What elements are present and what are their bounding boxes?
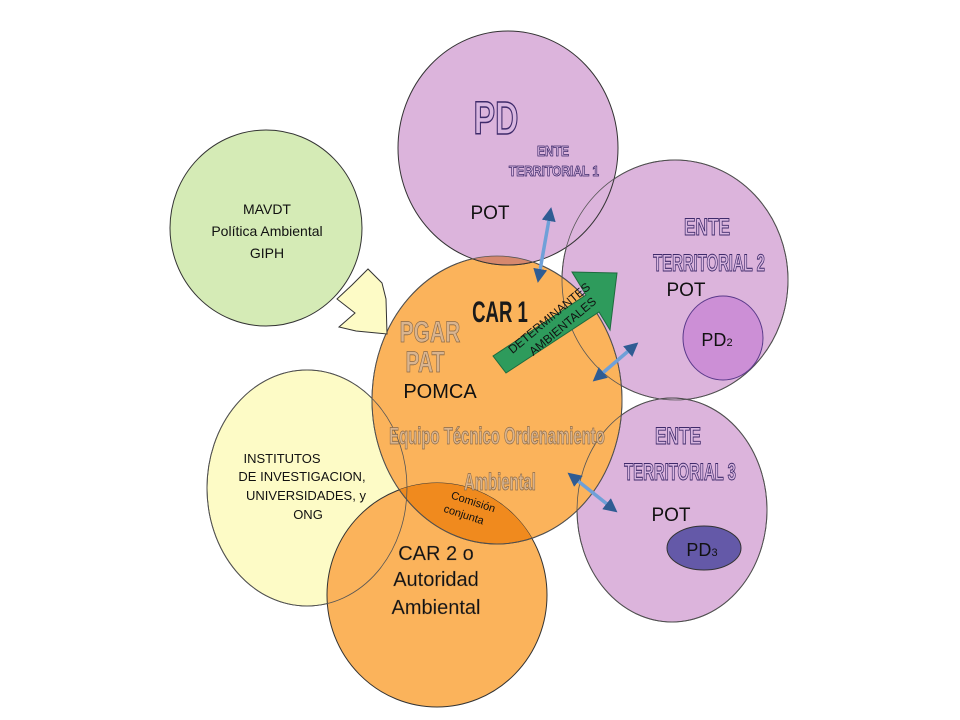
determinantes-arrow <box>492 271 618 374</box>
mavdt-to-car1-arrow <box>336 268 388 335</box>
ente3-pot-label: POT <box>651 505 690 526</box>
pd3-oval <box>666 525 742 571</box>
car1-ente1-double-arrow <box>533 207 556 283</box>
car1-ente2-double-arrow <box>592 342 639 382</box>
equipo-tecnico-label: Equipo Técnico Ordenamiento <box>389 424 605 450</box>
car1-title: CAR 1 <box>472 296 528 330</box>
institutos-investigacion-label: DE INVESTIGACION, <box>238 469 365 484</box>
pat-label: PAT <box>406 347 445 379</box>
ente2-outline <box>561 159 789 401</box>
car1-outline <box>371 255 623 545</box>
car2-ambiental-label: Ambiental <box>392 597 481 619</box>
mavdt-giph-label: GIPH <box>250 245 284 261</box>
institutos-ong-label: ONG <box>293 507 323 522</box>
ente1-car1-overlap <box>397 256 619 266</box>
car2-autoridad-label: Autoridad <box>393 569 479 591</box>
ente1-pot-label: POT <box>470 203 509 224</box>
ente3-territorial-label: TERRITORIAL 3 <box>624 460 736 486</box>
ente2-label: ENTE <box>684 214 730 240</box>
mavdt-circle <box>169 129 363 327</box>
ente2-pot-label: POT <box>666 280 705 301</box>
pomca-label: POMCA <box>403 381 477 403</box>
pgar-label: PGAR <box>400 317 461 349</box>
pd2-circle <box>682 295 764 381</box>
institutos-outline <box>206 369 408 607</box>
institutos-universidades-label: UNIVERSIDADES, y <box>246 488 366 503</box>
car2-label: CAR 2 o <box>398 543 474 565</box>
ente2-territorial-label: TERRITORIAL 2 <box>653 251 765 277</box>
ente1-pd-label: PD <box>474 93 519 144</box>
mavdt-label: MAVDT <box>243 201 291 217</box>
mavdt-politica-label: Política Ambiental <box>211 223 322 239</box>
ente3-label: ENTE <box>655 423 701 449</box>
pd3-label: PD3 <box>686 540 717 560</box>
ente1-territorial-label: TERRITORIAL 1 <box>509 163 600 180</box>
ente1-label: ENTE <box>537 143 569 160</box>
institutos-label: INSTITUTOS <box>243 451 320 466</box>
ambiental-label: Ambiental <box>464 470 536 496</box>
car1-ente3-double-arrow <box>567 472 618 513</box>
pd2-label: PD2 <box>701 330 732 350</box>
ente-territorial-1-circle <box>397 30 619 266</box>
